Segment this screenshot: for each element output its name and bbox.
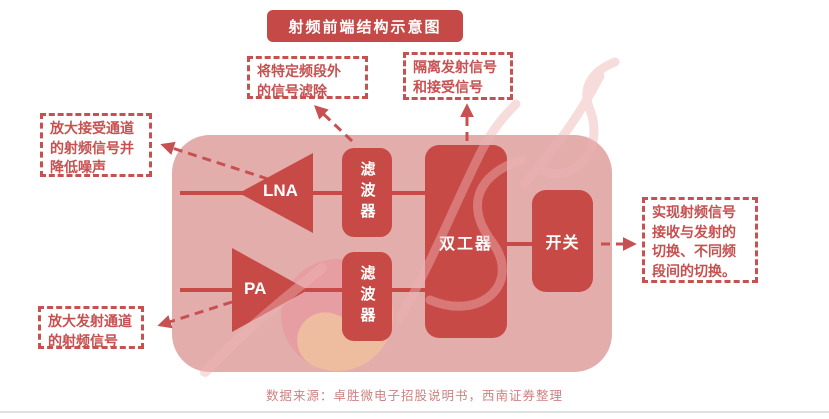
- diagram-title: 射频前端结构示意图: [267, 10, 463, 42]
- lna-amplifier: LNA: [239, 153, 313, 233]
- duplexer-label: 双工器: [438, 235, 493, 253]
- callout-pa-note: 放大发射通道 的射频信号: [38, 306, 144, 349]
- pa-label: PA: [244, 279, 267, 298]
- lna-label: LNA: [263, 181, 298, 200]
- pa-amplifier: PA: [232, 248, 308, 332]
- callout-switch-note: 实现射频信号 接收与发射的 切换、不同频 段间的切换。: [642, 197, 758, 283]
- footer-divider: [0, 411, 829, 413]
- callout-duplexer-note: 隔离发射信号 和接受信号: [403, 52, 513, 100]
- duplexer-box: 双工器: [425, 145, 507, 338]
- filter-bottom-box: 滤波器: [342, 252, 392, 341]
- callout-lna-note: 放大接受通道 的射频信号并 降低噪声: [40, 113, 152, 177]
- callout-filter-note: 将特定频段外 的信号滤除: [247, 56, 368, 99]
- data-source-note: 数据来源：卓胜微电子招股说明书，西南证券整理: [265, 389, 563, 403]
- switch-label: 开关: [545, 235, 580, 252]
- switch-box: 开关: [532, 190, 593, 292]
- filter-top-box: 滤波器: [342, 148, 392, 237]
- filter-bottom-label: 滤波器: [358, 265, 376, 328]
- filter-top-label: 滤波器: [358, 161, 376, 224]
